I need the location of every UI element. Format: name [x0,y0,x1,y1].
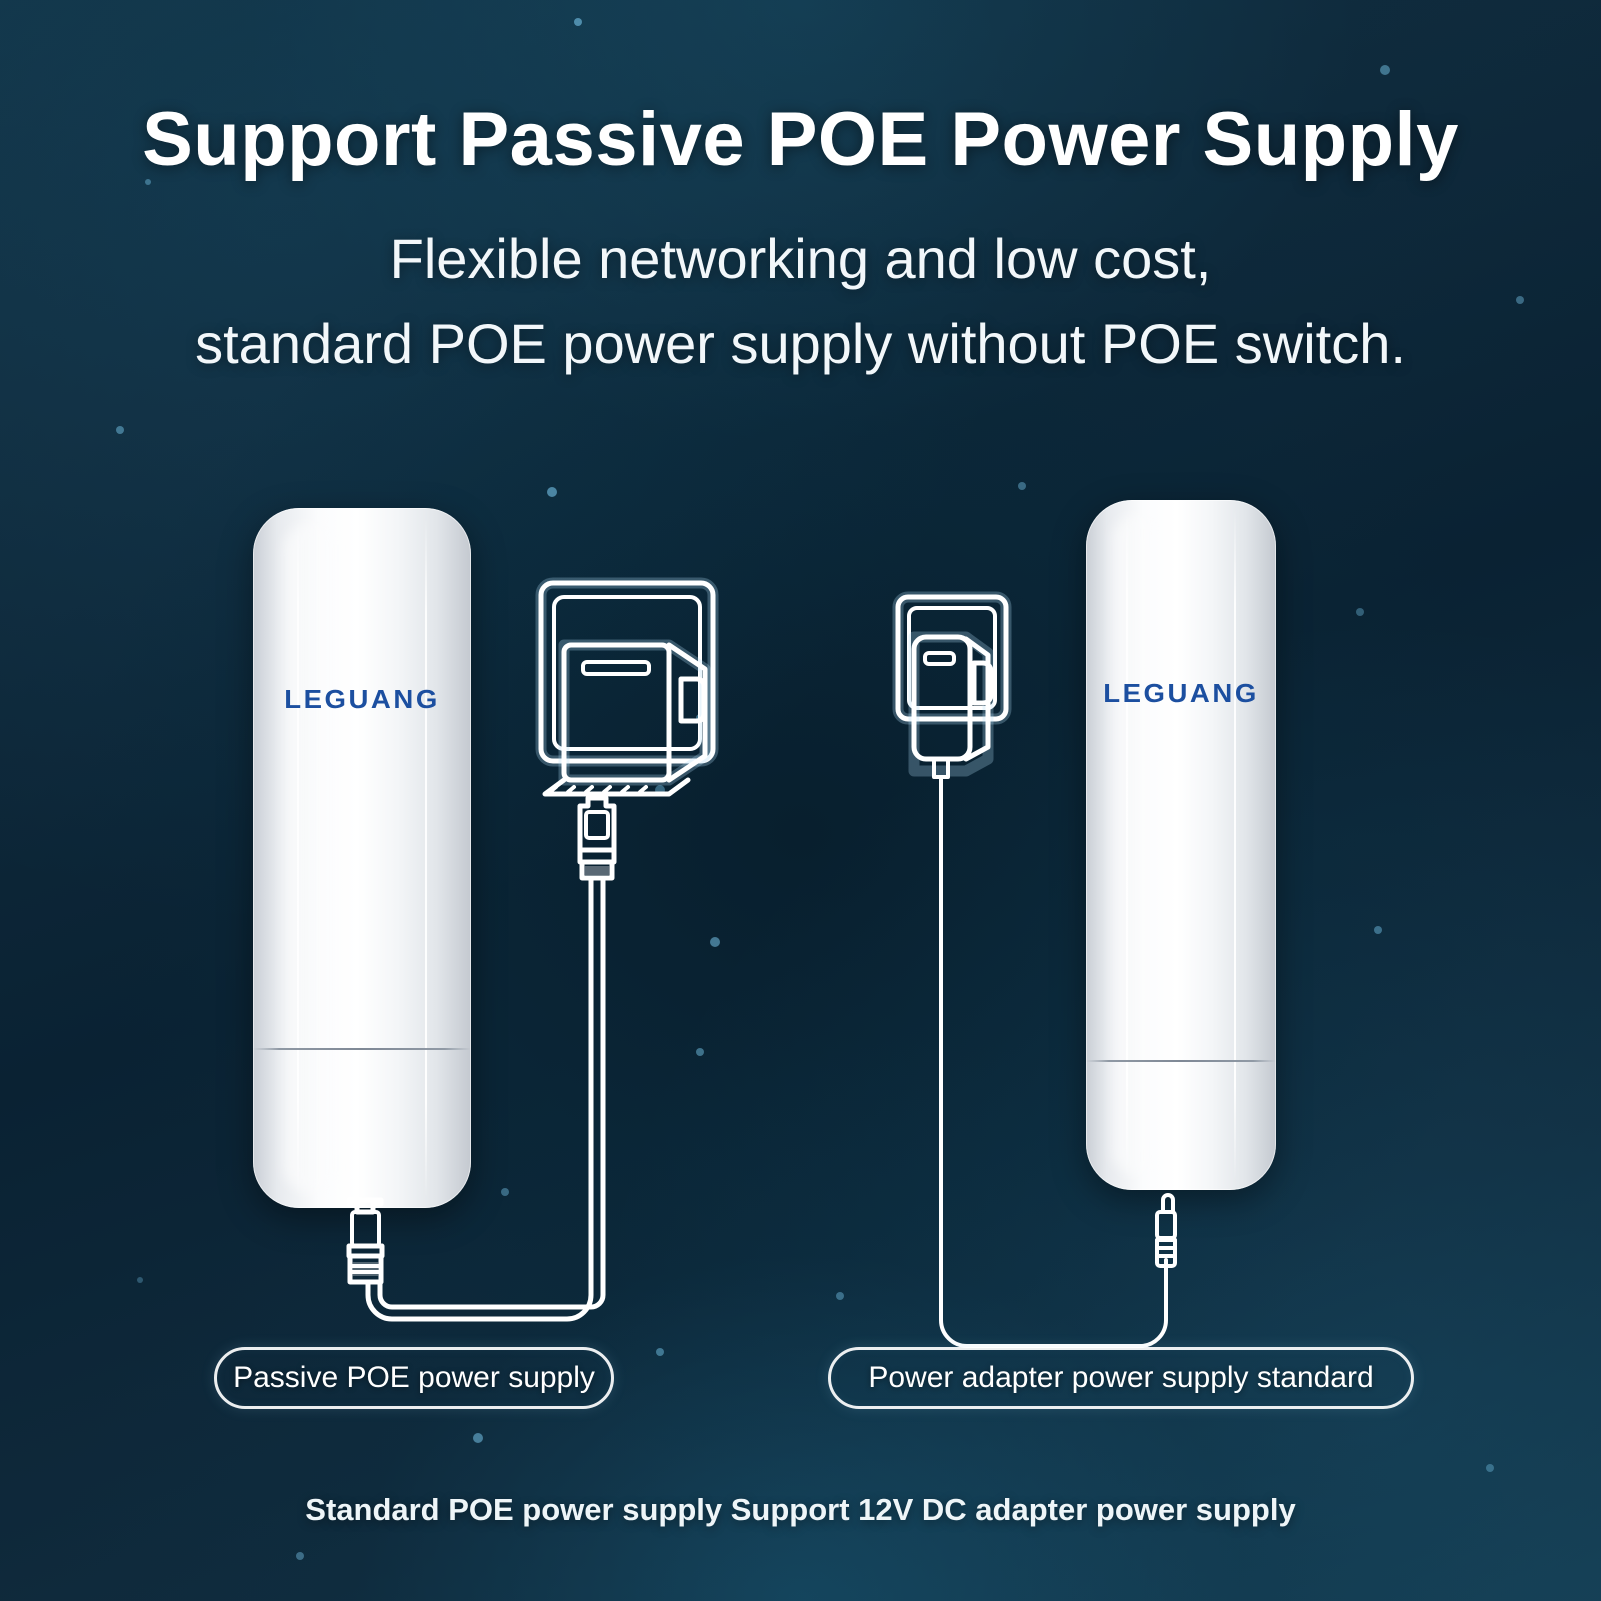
footer-caption: Standard POE power supply Support 12V DC… [305,1492,1296,1527]
cpe-device-right: LEGUANG [1086,500,1276,1190]
wall-socket-icon [892,591,1012,725]
device-gloss [1112,513,1162,1177]
label-power-adapter: Power adapter power supply standard [828,1347,1414,1409]
rj45-connector-icon [577,795,617,881]
device-brand-logo: LEGUANG [284,684,440,714]
device-seam [253,1048,471,1050]
device-edge-left [297,518,299,1198]
device-gloss [283,522,341,1194]
cpe-device-left: LEGUANG [253,508,471,1208]
poe-injector-icon [542,639,711,797]
page-title: Support Passive POE Power Supply [142,97,1459,182]
subtitle-line-2: standard POE power supply without POE sw… [195,312,1406,376]
device-brand-logo: LEGUANG [1103,678,1259,708]
device-seam [1086,1060,1276,1062]
dc-barrel-connector-icon [1155,1193,1177,1268]
rj45-connector-icon [346,1197,385,1285]
device-edge-left [1126,510,1128,1180]
subtitle: Flexible networking and low cost, standa… [0,216,1601,386]
device-edge-right [1234,510,1236,1180]
wall-socket-icon [535,577,719,767]
subtitle-line-1: Flexible networking and low cost, [389,227,1212,290]
power-adapter-icon [908,631,994,779]
label-passive-poe: Passive POE power supply [214,1347,614,1409]
device-edge-right [425,518,427,1198]
